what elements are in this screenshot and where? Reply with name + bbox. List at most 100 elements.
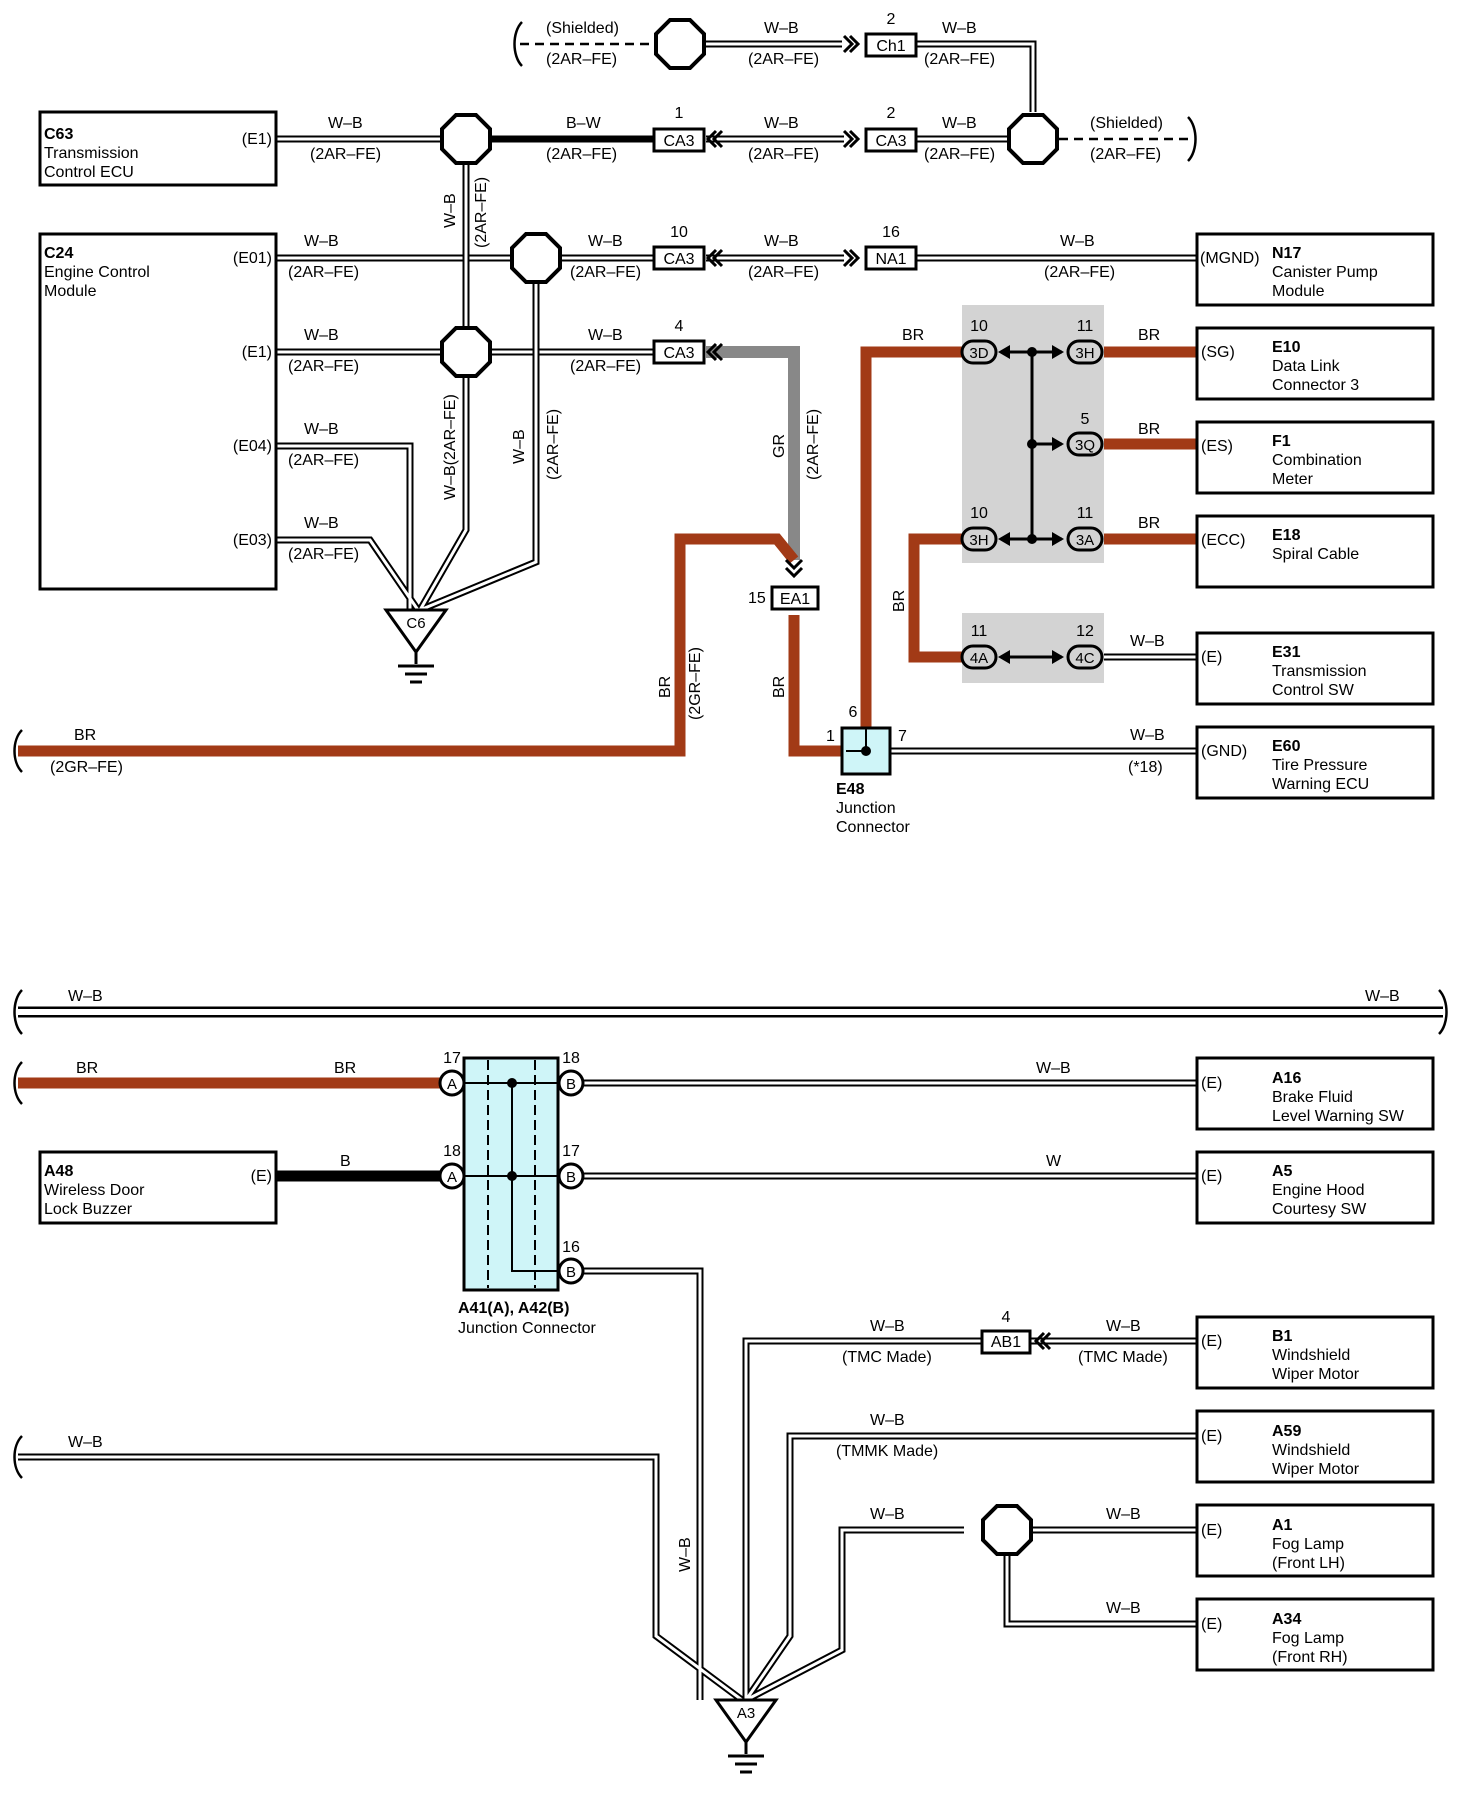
svg-text:W–B: W–B: [304, 327, 339, 344]
svg-text:4: 4: [675, 318, 684, 335]
junction-dot-2: [1027, 439, 1037, 449]
a42-pin-b-17: B: [557, 1162, 585, 1190]
svg-text:Module: Module: [44, 283, 97, 300]
svg-text:(Front RH): (Front RH): [1272, 1649, 1348, 1666]
a42-pin-b-16: B: [557, 1257, 585, 1285]
svg-text:(2AR–FE): (2AR–FE): [570, 264, 641, 281]
svg-text:(E): (E): [1201, 1616, 1222, 1633]
svg-text:A34: A34: [1272, 1611, 1301, 1628]
svg-text:16: 16: [562, 1239, 580, 1256]
svg-text:17: 17: [443, 1050, 461, 1067]
svg-text:Control SW: Control SW: [1272, 682, 1355, 699]
svg-text:3H: 3H: [1075, 345, 1094, 362]
svg-text:3A: 3A: [1076, 532, 1094, 549]
svg-text:(2GR–FE): (2GR–FE): [50, 759, 123, 776]
shielded-line-top: [520, 40, 1190, 141]
e48-junction-connector: E48 Junction Connector: [836, 726, 910, 836]
break-marks-top: [13, 21, 1197, 773]
svg-text:CA3: CA3: [875, 133, 906, 150]
svg-text:BR: BR: [1138, 421, 1160, 438]
svg-text:(2AR–FE): (2AR–FE): [545, 409, 562, 480]
svg-text:(E03): (E03): [233, 532, 272, 549]
svg-text:(2AR–FE): (2AR–FE): [288, 264, 359, 281]
svg-text:Connector: Connector: [836, 819, 910, 836]
svg-text:17: 17: [562, 1143, 580, 1160]
connector-ca3-4: CA3: [652, 339, 724, 365]
wire-gr: [706, 346, 800, 560]
svg-text:(E): (E): [251, 1168, 272, 1185]
svg-text:7: 7: [898, 728, 907, 745]
svg-text:W–B: W–B: [68, 1434, 103, 1451]
svg-text:(E): (E): [1201, 1333, 1222, 1350]
svg-text:W: W: [1046, 1153, 1062, 1170]
svg-text:Canister Pump: Canister Pump: [1272, 264, 1378, 281]
svg-text:W–B: W–B: [1060, 233, 1095, 250]
svg-text:(E): (E): [1201, 1168, 1222, 1185]
wire-ground-c6-bundle: [276, 163, 540, 614]
svg-text:Fog Lamp: Fog Lamp: [1272, 1630, 1344, 1647]
break-marks-bottom: [13, 989, 1448, 1479]
svg-text:(2AR–FE): (2AR–FE): [1090, 146, 1161, 163]
svg-text:E18: E18: [1272, 527, 1301, 544]
svg-text:W–B: W–B: [304, 421, 339, 438]
svg-text:(2AR–FE): (2AR–FE): [310, 146, 381, 163]
svg-text:(2AR–FE): (2AR–FE): [473, 177, 490, 248]
svg-text:Fog Lamp: Fog Lamp: [1272, 1536, 1344, 1553]
svg-text:F1: F1: [1272, 433, 1291, 450]
svg-text:16: 16: [882, 224, 900, 241]
svg-text:(2AR–FE): (2AR–FE): [288, 358, 359, 375]
svg-text:(2AR–FE): (2AR–FE): [924, 51, 995, 68]
svg-text:(2AR–FE): (2AR–FE): [546, 146, 617, 163]
junction-dot-1: [1027, 347, 1037, 357]
svg-text:3H: 3H: [969, 532, 988, 549]
connector-ca3-2: CA3: [842, 127, 918, 153]
a42-pin-b-18: B: [557, 1069, 585, 1097]
svg-text:Windshield: Windshield: [1272, 1442, 1350, 1459]
svg-text:W–B: W–B: [1130, 727, 1165, 744]
svg-text:Tire Pressure: Tire Pressure: [1272, 757, 1368, 774]
svg-text:11: 11: [971, 623, 988, 640]
splice-e01: [510, 232, 562, 284]
svg-text:C6: C6: [406, 615, 425, 632]
svg-text:(E1): (E1): [242, 344, 272, 361]
svg-text:(2AR–FE): (2AR–FE): [924, 146, 995, 163]
svg-text:W–B: W–B: [942, 115, 977, 132]
svg-text:5: 5: [1081, 411, 1090, 428]
svg-text:N17: N17: [1272, 245, 1301, 262]
svg-text:(E): (E): [1201, 1522, 1222, 1539]
svg-text:Data Link: Data Link: [1272, 358, 1341, 375]
svg-text:Transmission: Transmission: [1272, 663, 1367, 680]
svg-text:Transmission: Transmission: [44, 145, 139, 162]
svg-text:EA1: EA1: [780, 591, 810, 608]
bottom-wires: [18, 1006, 1443, 1704]
junction-pin-3h-bottom: 3H: [960, 526, 998, 552]
svg-text:18: 18: [562, 1050, 580, 1067]
svg-text:(2AR–FE): (2AR–FE): [288, 546, 359, 563]
ground-c6: C6: [383, 608, 449, 684]
ground-a3: A3: [713, 1698, 779, 1774]
svg-text:10: 10: [970, 318, 988, 335]
svg-text:W–B: W–B: [677, 1537, 694, 1572]
svg-text:A: A: [447, 1169, 457, 1186]
svg-text:(E1): (E1): [242, 131, 272, 148]
svg-text:E10: E10: [1272, 339, 1301, 356]
svg-text:(2AR–FE): (2AR–FE): [570, 358, 641, 375]
junction-dot-3: [1027, 534, 1037, 544]
connector-na1: NA1: [842, 245, 918, 271]
a41-pin-a-17: A: [438, 1069, 466, 1097]
svg-text:15: 15: [748, 590, 766, 607]
svg-text:BR: BR: [657, 676, 674, 698]
svg-text:Combination: Combination: [1272, 452, 1362, 469]
svg-text:Spiral Cable: Spiral Cable: [1272, 546, 1359, 563]
svg-text:(2AR–FE): (2AR–FE): [748, 146, 819, 163]
top-wire-labels: (Shielded) (2AR–FE) W–B (2AR–FE) 2 W–B (…: [50, 11, 1165, 776]
svg-text:(E01): (E01): [233, 250, 272, 267]
svg-text:(E): (E): [1201, 649, 1222, 666]
svg-text:A48: A48: [44, 1163, 73, 1180]
svg-text:W–B: W–B: [870, 1318, 905, 1335]
